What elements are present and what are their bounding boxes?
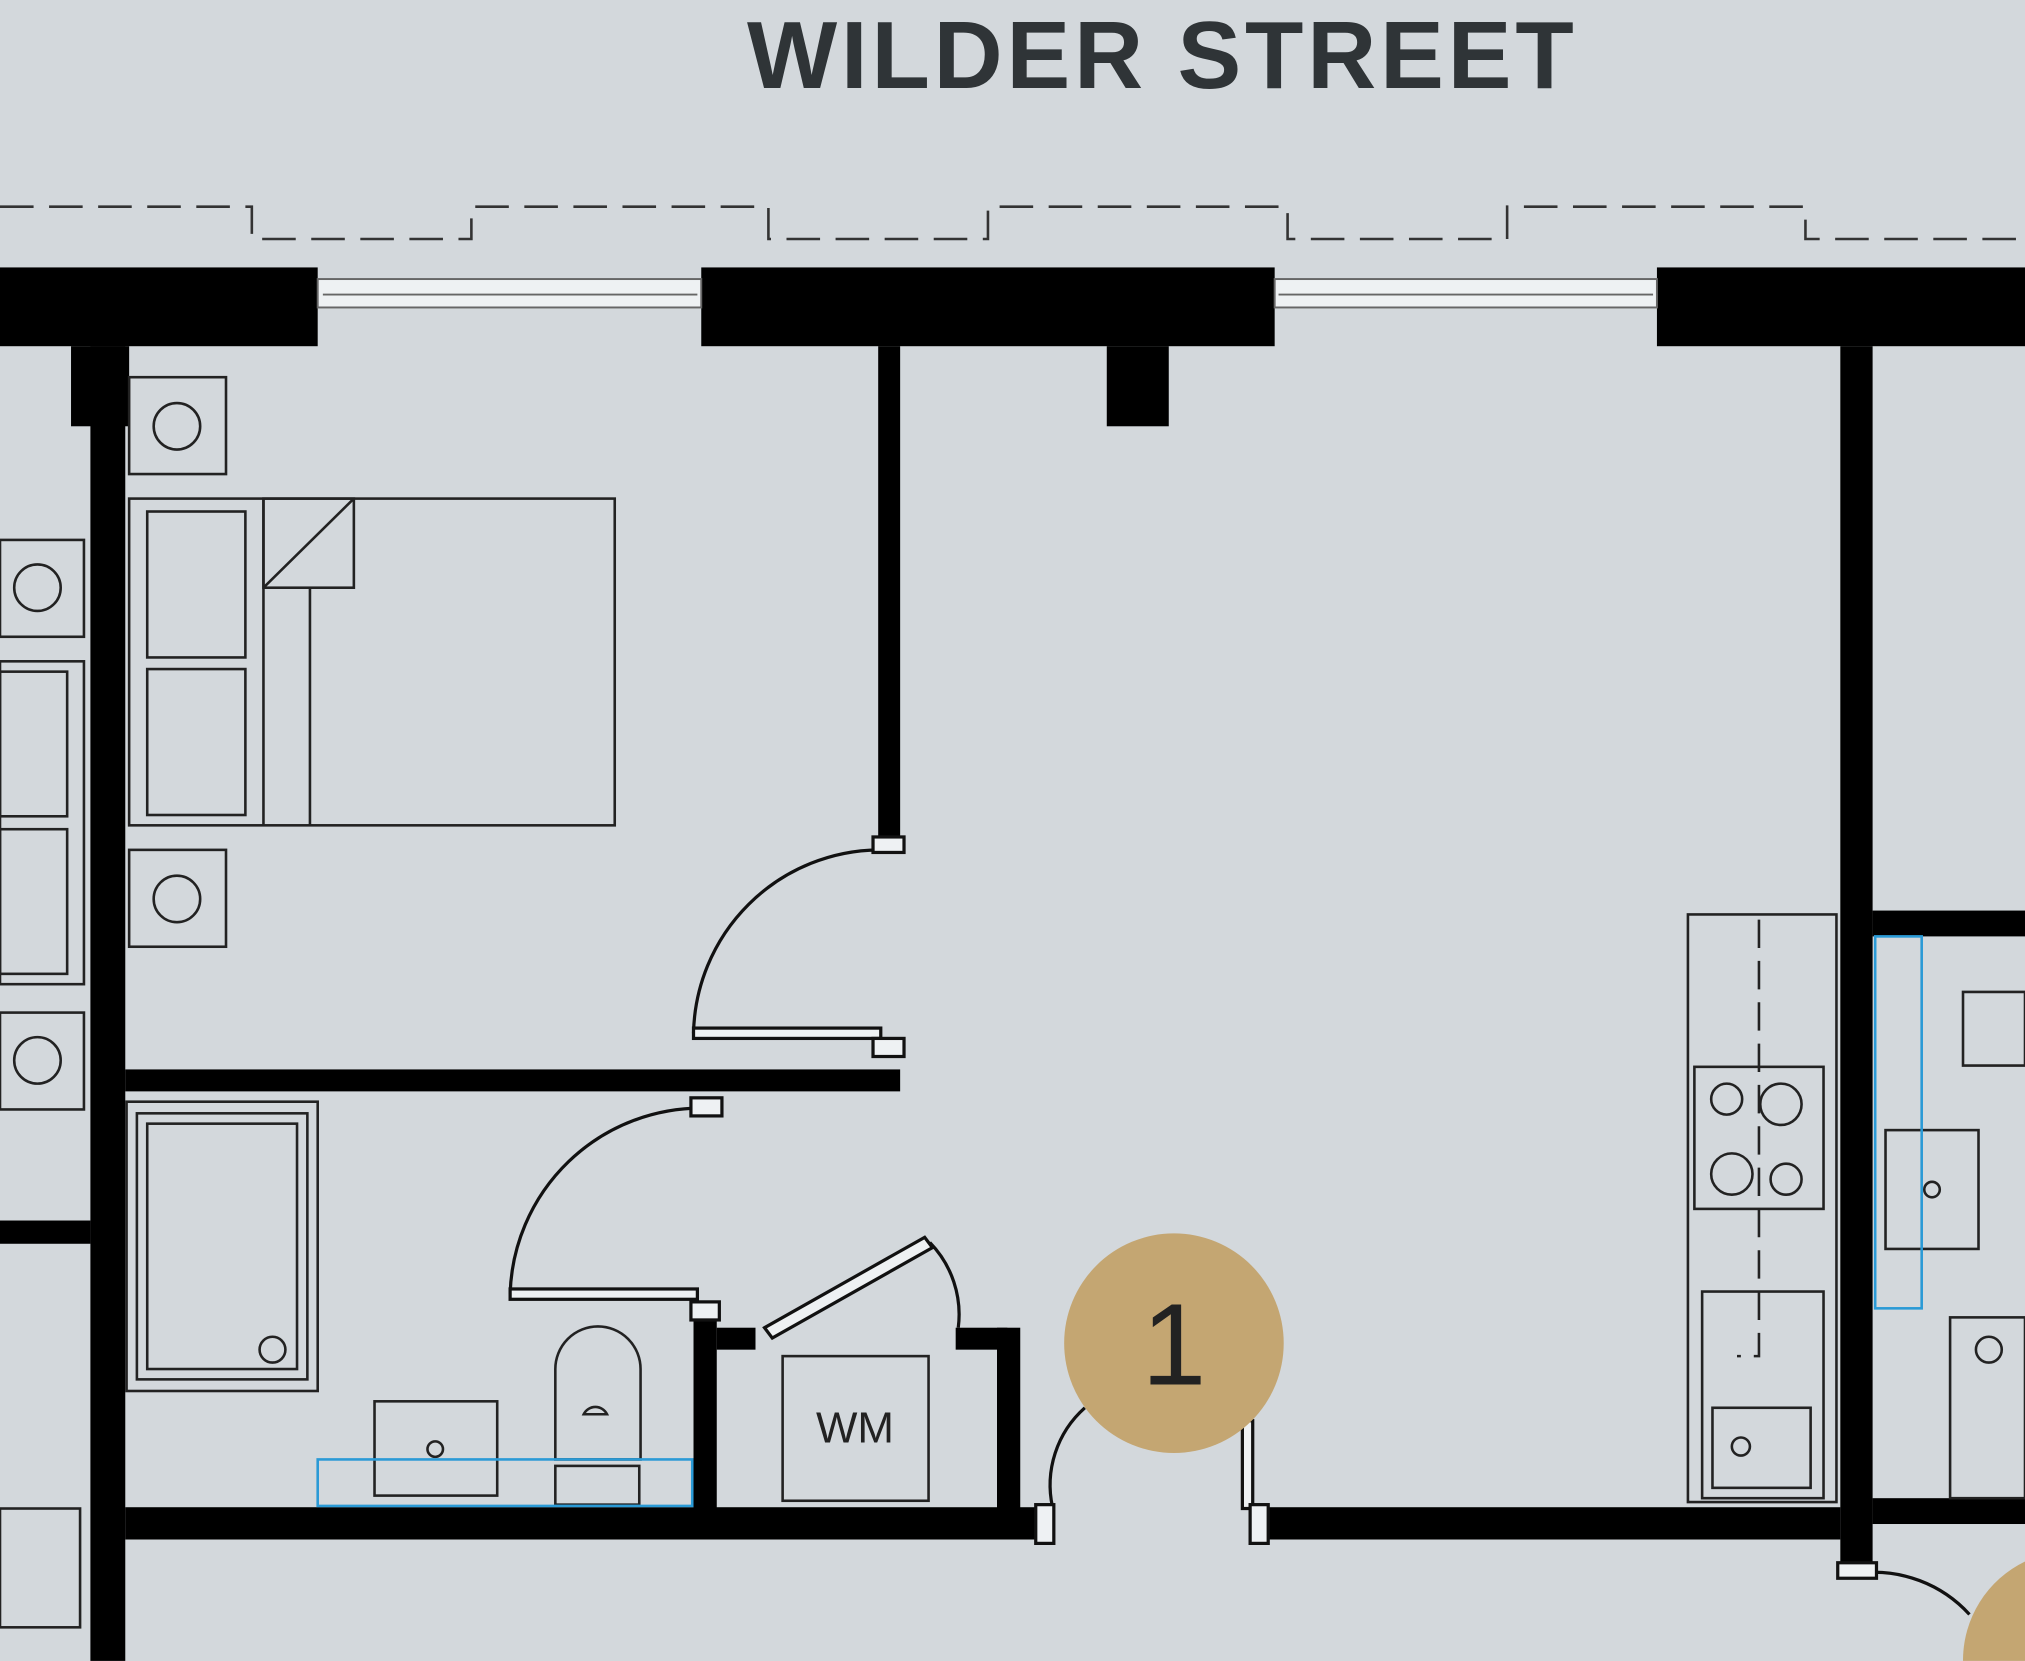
street-label: WILDER STREET	[747, 2, 1578, 109]
nightstand	[127, 375, 228, 476]
hob	[1693, 1065, 1825, 1211]
unit-marker-number: 1	[1142, 1280, 1207, 1410]
boundary-dashed-line	[0, 205, 2025, 241]
windows	[316, 278, 1658, 309]
doors	[508, 835, 1971, 1616]
unit-marker-partial	[1963, 1561, 2025, 1661]
bed	[127, 497, 617, 827]
kitchen-counter	[1686, 913, 1838, 1504]
kitchen-sink	[1700, 1290, 1825, 1500]
walls	[0, 267, 2025, 1661]
bathtub	[125, 1100, 319, 1393]
furniture	[0, 375, 2025, 1629]
sink	[373, 1400, 499, 1497]
washing-machine	[781, 1354, 930, 1503]
blue-outlines	[316, 935, 1923, 1508]
unit-marker[interactable]: 1	[1064, 1233, 1284, 1453]
nightstand	[127, 848, 228, 949]
washing-machine-label: WM	[816, 1404, 894, 1453]
toilet	[554, 1325, 642, 1461]
